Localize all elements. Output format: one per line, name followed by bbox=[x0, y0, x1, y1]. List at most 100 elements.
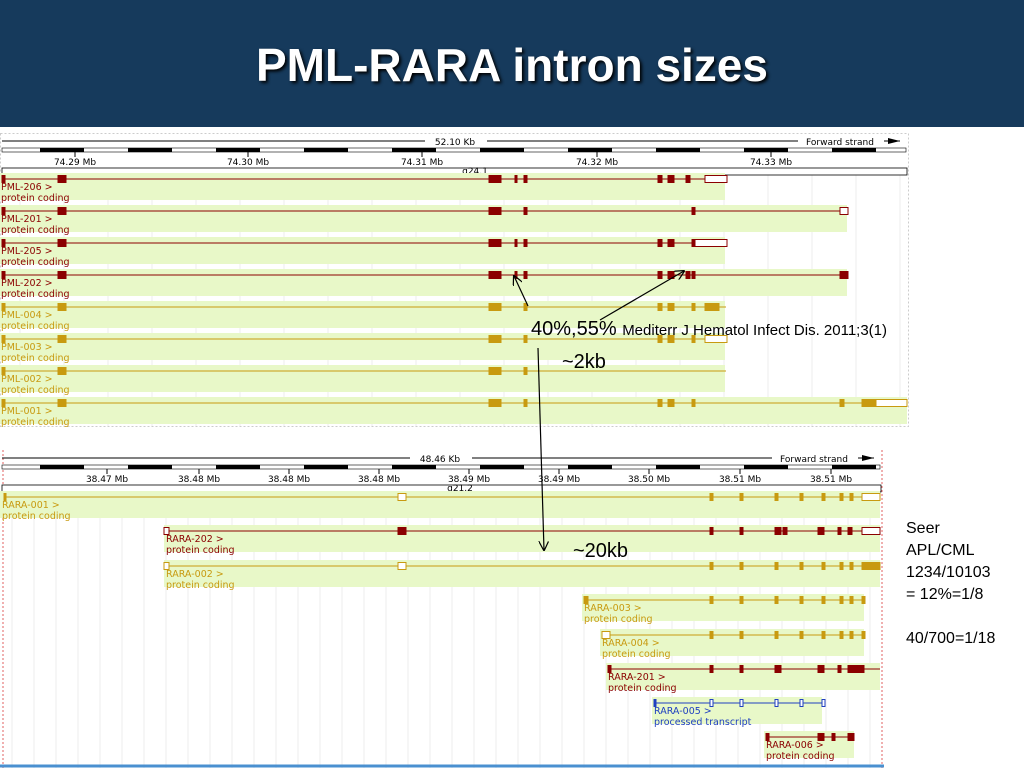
transcript-biotype: protein coding bbox=[1, 225, 70, 236]
scale-bar-block bbox=[832, 465, 876, 469]
exon-block bbox=[667, 335, 675, 343]
exon-block bbox=[163, 527, 170, 535]
exon-block bbox=[739, 631, 744, 639]
transcript-row-bg bbox=[0, 397, 907, 424]
exon-block bbox=[691, 303, 696, 311]
exon-block bbox=[709, 562, 714, 570]
exon-block bbox=[523, 367, 528, 375]
transcript-biotype: protein coding bbox=[766, 751, 835, 762]
exon-block bbox=[839, 596, 844, 604]
exon-block bbox=[847, 733, 855, 741]
exon-block bbox=[653, 699, 657, 707]
stats-line: Seer bbox=[906, 520, 940, 537]
exon-block bbox=[488, 399, 502, 407]
exon-block bbox=[1, 303, 6, 311]
exon-block bbox=[488, 239, 502, 247]
exon-block bbox=[861, 596, 866, 604]
transcript-biotype: protein coding bbox=[2, 511, 71, 522]
transcript-row-bg bbox=[0, 333, 725, 360]
exon-block bbox=[799, 596, 804, 604]
exon-block bbox=[799, 493, 804, 501]
transcript-biotype: protein coding bbox=[1, 193, 70, 204]
exon-block bbox=[765, 733, 770, 741]
transcript-row-bg bbox=[0, 237, 725, 264]
scale-bar-block bbox=[216, 148, 260, 152]
exon-block bbox=[657, 303, 663, 311]
exon-block bbox=[397, 562, 407, 570]
exon-block bbox=[57, 175, 67, 183]
scale-bar bbox=[1, 147, 907, 153]
exon-block bbox=[583, 596, 589, 604]
scale-bar-block bbox=[656, 465, 700, 469]
exon-block bbox=[799, 631, 804, 639]
scale-bar-block bbox=[656, 148, 700, 152]
transcript-name: RARA-002 > bbox=[166, 569, 224, 580]
stats-line: 1234/10103 bbox=[906, 564, 991, 581]
exon-block bbox=[685, 175, 691, 183]
strand-label: Forward strand bbox=[806, 138, 874, 148]
exon-block bbox=[821, 562, 826, 570]
exon-block bbox=[774, 493, 779, 501]
scale-bar-block bbox=[744, 148, 788, 152]
exon-block bbox=[709, 665, 714, 673]
exon-block bbox=[839, 493, 844, 501]
exon-block bbox=[1, 335, 6, 343]
transcript-name: PML-002 > bbox=[1, 374, 53, 385]
transcript-biotype: protein coding bbox=[1, 385, 70, 396]
tick-label: 38.51 Mb bbox=[719, 475, 761, 485]
exon-block bbox=[488, 175, 502, 183]
tick-label: 38.48 Mb bbox=[268, 475, 310, 485]
exon-block bbox=[704, 303, 720, 311]
strand-label-bg bbox=[798, 135, 884, 147]
exon-block bbox=[817, 665, 825, 673]
exon-block bbox=[488, 303, 502, 311]
scale-bar-block bbox=[744, 465, 788, 469]
tick-label: 38.49 Mb bbox=[538, 475, 580, 485]
exon-block bbox=[839, 562, 844, 570]
transcript-row-bg bbox=[0, 365, 725, 392]
exon-block bbox=[709, 596, 714, 604]
exon-block bbox=[849, 631, 854, 639]
tick-label: 74.32 Mb bbox=[576, 158, 618, 168]
exon-block bbox=[657, 399, 663, 407]
transcript-name: RARA-003 > bbox=[584, 603, 642, 614]
span-label-bg bbox=[410, 452, 472, 464]
scale-bar-block bbox=[480, 148, 524, 152]
transcript-row-bg bbox=[164, 560, 880, 587]
span-label-bg bbox=[425, 135, 487, 147]
exon-block bbox=[739, 527, 744, 535]
tick-label: 38.48 Mb bbox=[178, 475, 220, 485]
transcript-name: RARA-006 > bbox=[766, 740, 824, 751]
exon-block bbox=[523, 303, 528, 311]
chromosome-band bbox=[1, 484, 882, 493]
transcript-row-bg bbox=[0, 205, 847, 232]
tick-label: 38.51 Mb bbox=[810, 475, 852, 485]
exon-block bbox=[774, 562, 779, 570]
exon-block bbox=[667, 303, 675, 311]
transcript-biotype: protein coding bbox=[602, 649, 671, 660]
exon-block bbox=[849, 665, 865, 673]
scale-bar-block bbox=[568, 465, 612, 469]
scale-bar-block bbox=[40, 148, 84, 152]
view-border bbox=[0, 133, 909, 427]
scale-bar-block bbox=[392, 148, 436, 152]
exon-block bbox=[849, 493, 854, 501]
exon-block bbox=[514, 175, 518, 183]
transcript-name: RARA-004 > bbox=[602, 638, 660, 649]
band-label: q21.2 bbox=[447, 484, 473, 494]
exon-block bbox=[607, 665, 612, 673]
scale-bar-block bbox=[568, 148, 612, 152]
exon-block bbox=[57, 271, 67, 279]
transcript-row-bg bbox=[582, 594, 864, 621]
exon-block bbox=[847, 527, 853, 535]
exon-block bbox=[821, 699, 826, 707]
exon-block bbox=[861, 399, 877, 407]
exon-block bbox=[837, 665, 842, 673]
exon-block bbox=[774, 665, 782, 673]
exon-block bbox=[397, 493, 407, 501]
transcript-name: PML-001 > bbox=[1, 406, 53, 417]
exon-block bbox=[488, 367, 502, 375]
exon-block bbox=[667, 271, 675, 279]
exon-block bbox=[1, 239, 6, 247]
